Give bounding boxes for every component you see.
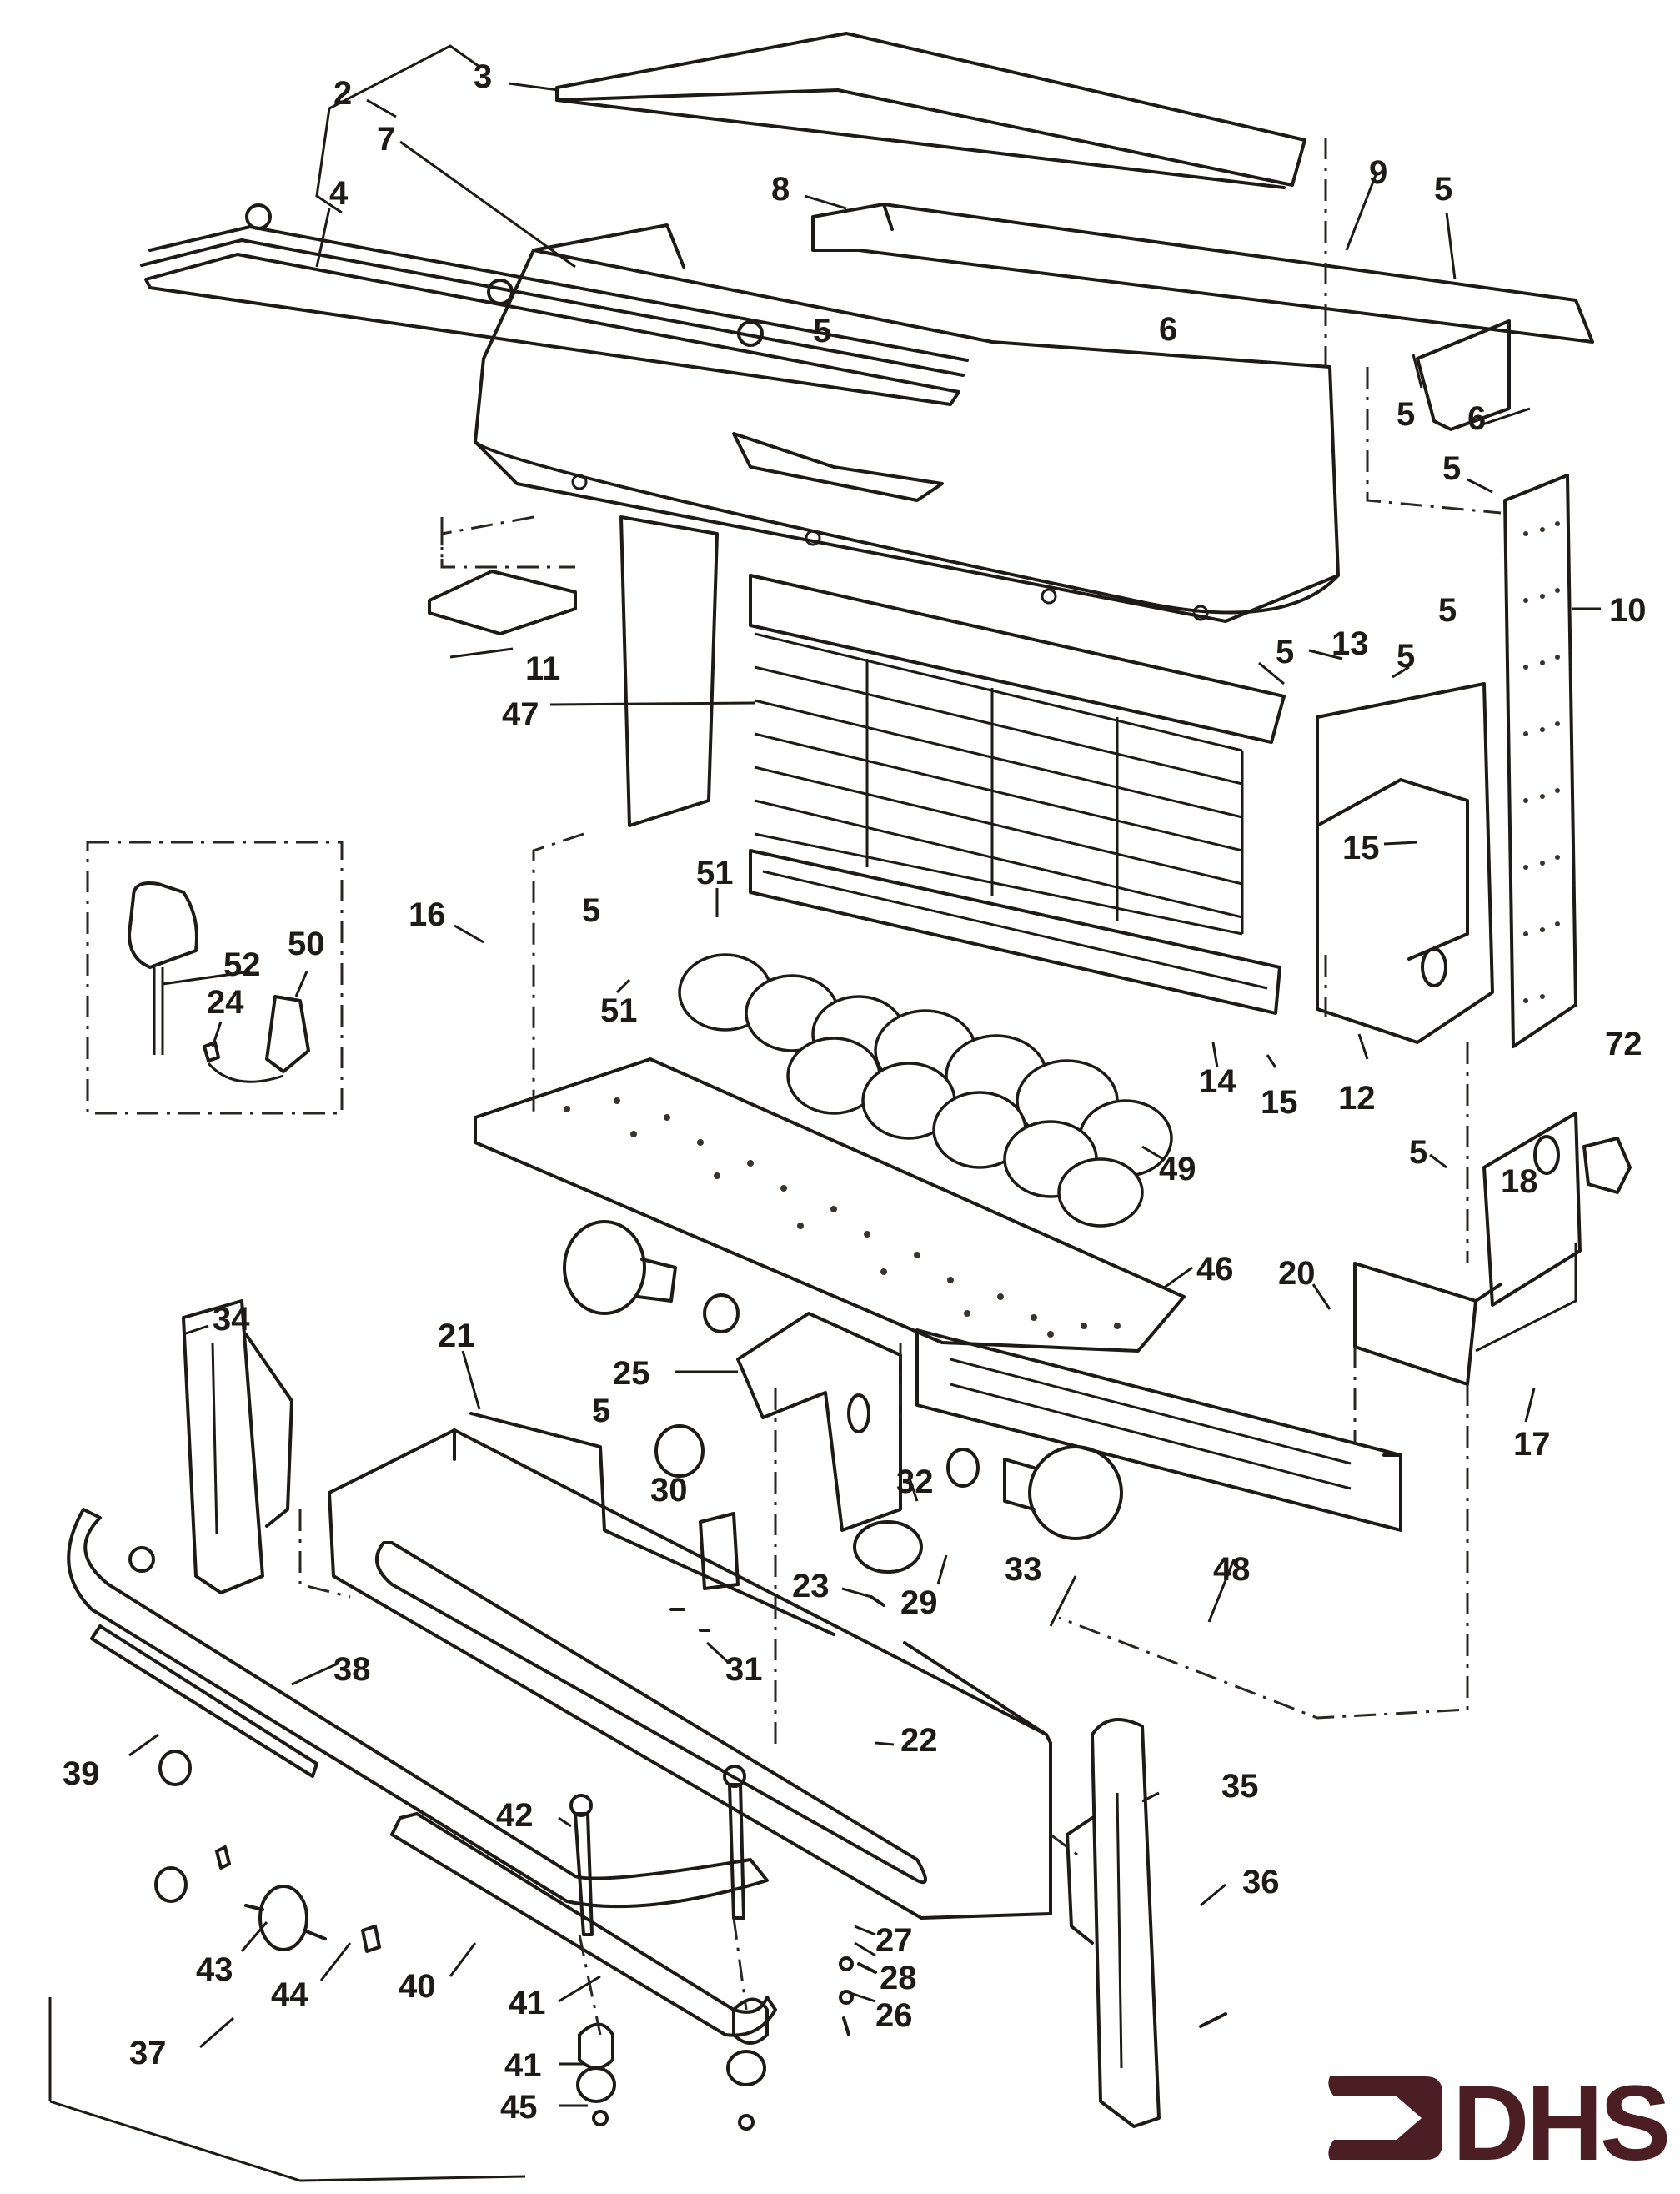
- callout-32: 32: [896, 1464, 934, 1500]
- lamp-holders-part: [654, 1424, 923, 1590]
- callout-21: 21: [438, 1318, 475, 1354]
- callout-30: 30: [650, 1472, 688, 1509]
- side-grille-part: [1503, 474, 1577, 1048]
- callout-26: 26: [875, 1997, 913, 2034]
- callout-28: 28: [880, 1960, 917, 1996]
- base-chassis-part: [328, 1412, 1052, 1920]
- callout-6: 6: [1159, 311, 1177, 348]
- callout-17: 17: [1513, 1426, 1551, 1463]
- callout-labels: 2 3 4 7 8 9 5 5 6 5 6 5 5 10 5 13 5 11 4…: [63, 58, 1647, 2126]
- callout-15: 15: [1342, 830, 1380, 866]
- callout-16: 16: [409, 896, 446, 933]
- callout-51: 51: [696, 855, 734, 891]
- callout-46: 46: [1196, 1251, 1234, 1288]
- fixings-part: [669, 1595, 1227, 2036]
- logo-text: DHS: [1452, 2064, 1667, 2183]
- regulator-part: [154, 1750, 381, 1953]
- callout-5: 5: [1434, 171, 1452, 208]
- callout-52: 52: [223, 946, 261, 983]
- callout-18: 18: [1501, 1163, 1538, 1200]
- callout-49: 49: [1159, 1151, 1196, 1187]
- callout-2: 2: [333, 75, 352, 112]
- logo-arrow-icon: [1328, 2076, 1442, 2160]
- back-rail-part: [811, 203, 1594, 431]
- leader-lines: [48, 44, 1601, 2182]
- callout-3: 3: [474, 58, 492, 95]
- callout-13: 13: [1331, 625, 1369, 662]
- callout-6: 6: [1467, 400, 1486, 437]
- callout-50: 50: [288, 926, 325, 962]
- callout-15: 15: [1261, 1084, 1298, 1121]
- callout-10: 10: [1609, 592, 1647, 629]
- callout-34: 34: [213, 1301, 250, 1338]
- end-box-part: [1353, 1243, 1577, 1386]
- callout-20: 20: [1278, 1255, 1316, 1292]
- lamp-bulbs-part: [563, 1220, 1123, 1540]
- right-column-part: [1066, 1718, 1161, 2128]
- top-cover-part: [555, 32, 1306, 189]
- control-box-part: [1316, 682, 1494, 1044]
- callout-35: 35: [1221, 1768, 1259, 1805]
- front-trim-rails-part: [140, 203, 969, 406]
- callout-44: 44: [271, 1976, 308, 2013]
- callout-45: 45: [500, 2089, 538, 2126]
- callout-41: 41: [509, 1985, 546, 2021]
- callout-36: 36: [1242, 1864, 1280, 1900]
- callout-5: 5: [1438, 592, 1457, 629]
- callout-11: 11: [525, 650, 560, 687]
- reflector-assembly-part: [915, 1328, 1402, 1532]
- callout-14: 14: [1199, 1063, 1236, 1100]
- callout-23: 23: [792, 1568, 830, 1604]
- callout-43: 43: [196, 1951, 233, 1988]
- callout-9: 9: [1369, 154, 1387, 191]
- callout-40: 40: [399, 1968, 436, 2005]
- callout-5: 5: [1397, 638, 1415, 675]
- callout-4: 4: [329, 175, 349, 212]
- callout-42: 42: [496, 1797, 534, 1834]
- flame-tray-part: [749, 849, 1281, 1015]
- callout-5: 5: [592, 1393, 610, 1429]
- callout-22: 22: [900, 1722, 938, 1759]
- callout-31: 31: [725, 1651, 763, 1688]
- callout-5: 5: [1442, 450, 1461, 487]
- left-column-part: [182, 1299, 293, 1594]
- callout-5: 5: [1276, 634, 1294, 670]
- callout-37: 37: [129, 2035, 167, 2071]
- callout-5: 5: [582, 892, 600, 929]
- perforated-plate-part: [474, 1057, 1186, 1353]
- callout-5: 5: [1409, 1134, 1427, 1171]
- rods-and-feet-part: [569, 1765, 769, 2131]
- switch-plate-part: [1482, 1112, 1632, 1307]
- left-side-panel-part: [440, 515, 719, 827]
- callout-48: 48: [1213, 1551, 1251, 1588]
- coal-bed-part: [678, 953, 1173, 1228]
- callout-38: 38: [333, 1651, 371, 1688]
- callout-8: 8: [771, 171, 790, 208]
- callout-5: 5: [1397, 396, 1415, 433]
- callout-39: 39: [63, 1755, 100, 1792]
- lamp-bracket-part: [736, 1312, 902, 1532]
- callout-27: 27: [875, 1922, 913, 1959]
- callout-51: 51: [600, 992, 638, 1029]
- callout-25: 25: [613, 1355, 650, 1392]
- canopy-hood-part: [474, 223, 1340, 623]
- small-bracket-part: [428, 570, 577, 635]
- plug-inset-box: [86, 841, 344, 1115]
- front-rail-part: [67, 1508, 769, 1909]
- callout-7: 7: [377, 121, 395, 158]
- callout-33: 33: [1005, 1551, 1042, 1588]
- dhs-logo: DHS: [1328, 2064, 1671, 2183]
- callout-72: 72: [1605, 1026, 1642, 1062]
- assembly-guide-lines: [298, 138, 1502, 2036]
- fire-guard-part: [749, 574, 1286, 936]
- callout-5: 5: [813, 313, 831, 349]
- callout-29: 29: [900, 1584, 938, 1621]
- callout-47: 47: [502, 696, 539, 733]
- callout-12: 12: [1338, 1080, 1376, 1117]
- callout-24: 24: [207, 984, 244, 1021]
- callout-41: 41: [504, 2047, 542, 2084]
